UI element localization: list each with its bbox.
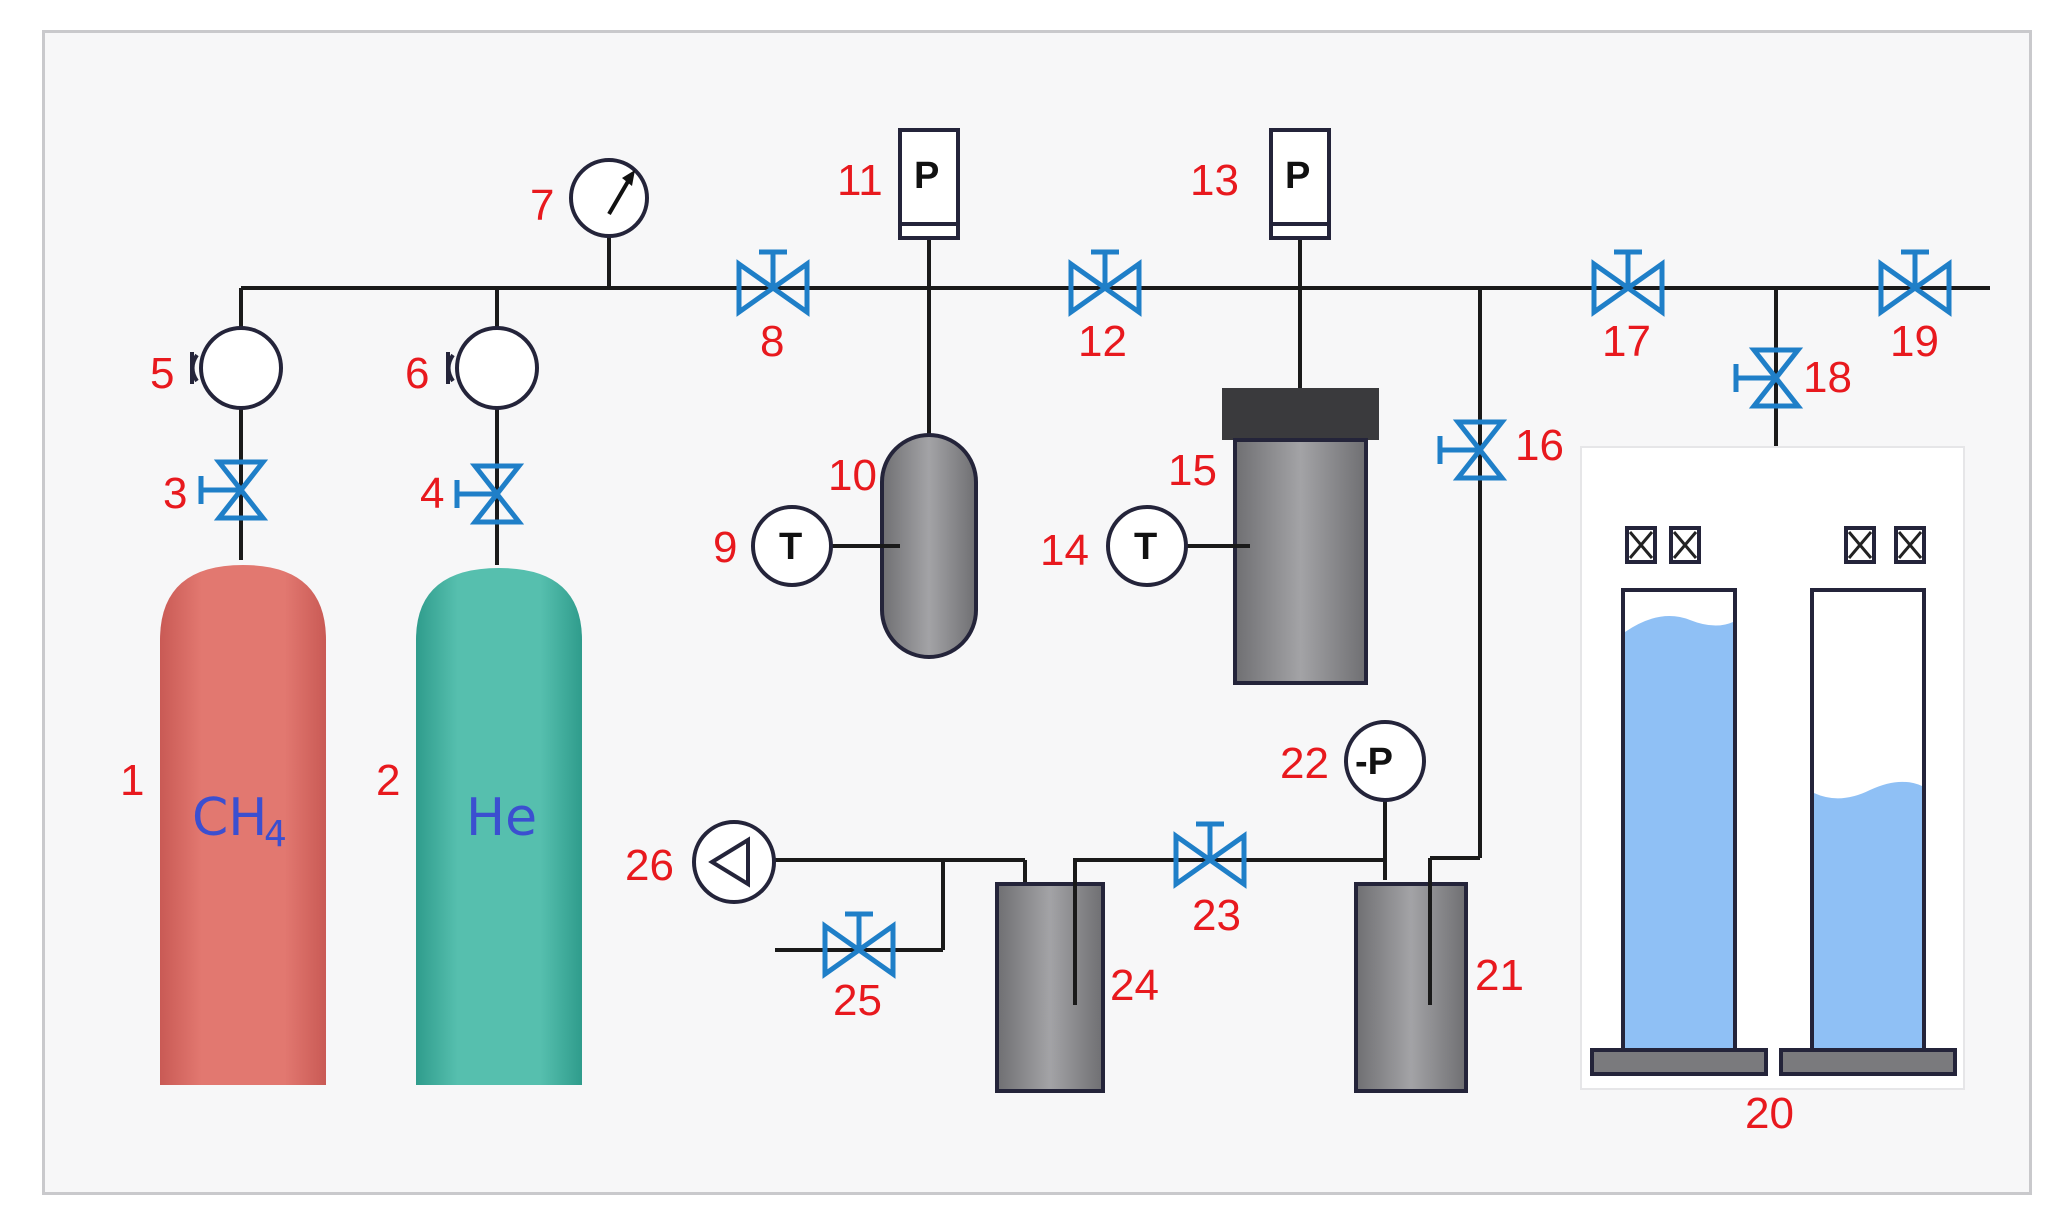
label-23: 23 [1192, 891, 1241, 940]
valve-3[interactable] [198, 459, 269, 521]
valve-4[interactable] [454, 463, 525, 525]
label-7: 7 [530, 181, 554, 230]
label-3: 3 [163, 469, 187, 518]
p-label-13: P [1285, 155, 1310, 197]
regulator-5[interactable] [190, 326, 283, 410]
label-13: 13 [1190, 156, 1239, 205]
ch4-subscript: 4 [264, 814, 287, 855]
label-21: 21 [1475, 951, 1524, 1000]
label-19: 19 [1890, 317, 1939, 366]
label-15: 15 [1168, 446, 1217, 495]
t-label-14: T [1134, 526, 1157, 568]
label-11: 11 [837, 156, 883, 205]
reference-cell-10: T [751, 433, 978, 659]
label-1: 1 [120, 756, 144, 805]
regulator-6[interactable] [446, 326, 539, 410]
burette-valve-a[interactable] [1625, 526, 1657, 564]
label-26: 26 [625, 841, 674, 890]
valve-12[interactable] [1068, 249, 1142, 317]
valve-23[interactable] [1173, 821, 1247, 889]
label-17: 17 [1602, 317, 1651, 366]
valve-8[interactable] [736, 249, 810, 317]
label-18: 18 [1803, 353, 1852, 402]
component-labels: 1 2 3 4 5 6 7 8 9 10 11 12 13 14 15 16 1… [120, 156, 1939, 1138]
label-9: 9 [713, 523, 737, 572]
label-2: 2 [376, 756, 400, 805]
label-25: 25 [833, 976, 882, 1025]
valve-25[interactable] [775, 911, 896, 979]
valve-16[interactable] [1437, 419, 1508, 481]
pressure-sensor-11: P [898, 128, 960, 240]
label-20: 20 [1745, 1089, 1794, 1138]
label-14: 14 [1040, 526, 1089, 575]
vacuum-label: -P [1355, 741, 1393, 783]
label-4: 4 [420, 469, 444, 518]
sample-cell-15: T [1106, 388, 1379, 685]
pressure-dial-7 [569, 158, 649, 238]
vacuum-gauge-22: -P [1344, 720, 1426, 802]
burette-valve-d[interactable] [1894, 526, 1926, 564]
label-22: 22 [1280, 739, 1329, 788]
gas-burette-20 [1580, 446, 1965, 1090]
he-label: He [466, 788, 537, 848]
burette-valve-b[interactable] [1669, 526, 1701, 564]
label-5: 5 [150, 349, 174, 398]
trap-21 [1354, 858, 1468, 1093]
label-10: 10 [828, 451, 877, 500]
label-6: 6 [405, 349, 429, 398]
vacuum-pump-26[interactable] [692, 820, 776, 904]
valve-18[interactable] [1733, 347, 1804, 409]
burette-valve-c[interactable] [1844, 526, 1876, 564]
valve-19[interactable] [1878, 249, 1952, 317]
t-label-9: T [779, 526, 802, 568]
label-12: 12 [1078, 317, 1127, 366]
he-cylinder: He [416, 568, 582, 1085]
trap-24 [995, 860, 1105, 1093]
ch4-cylinder: CH 4 [160, 565, 326, 1085]
pressure-sensor-13: P [1269, 128, 1331, 240]
label-8: 8 [760, 317, 784, 366]
label-24: 24 [1110, 961, 1159, 1010]
ch4-label: CH [192, 788, 267, 848]
label-16: 16 [1515, 421, 1564, 470]
valve-17[interactable] [1591, 249, 1665, 317]
p-label-11: P [914, 155, 939, 197]
